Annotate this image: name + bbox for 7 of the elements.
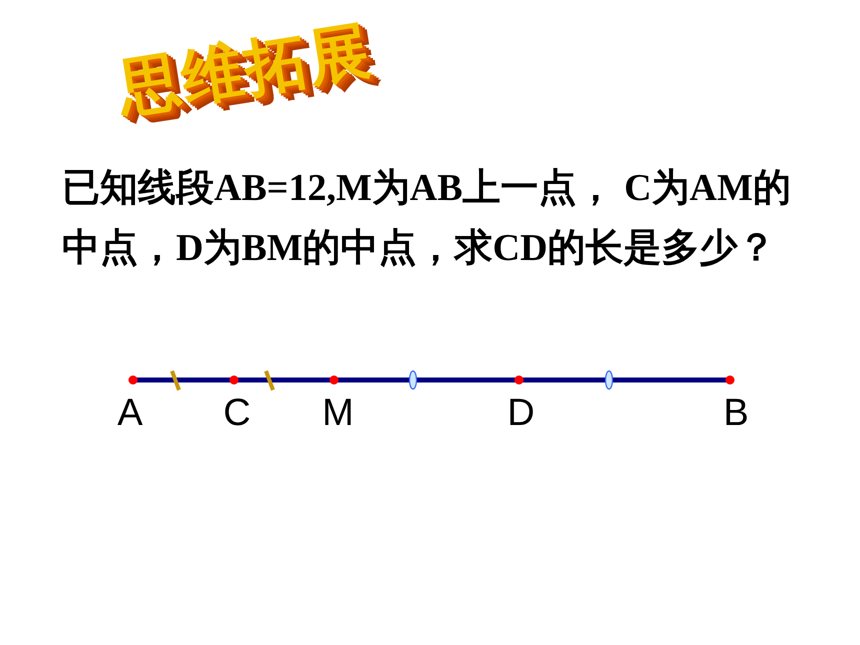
point-label: B	[723, 392, 749, 435]
point-label: C	[223, 392, 251, 435]
point-label: A	[117, 392, 143, 435]
problem-text: 已知线段AB=12,M为AB上一点， C为AM的中点，D为BM的中点，求CD的长是多少？	[62, 166, 792, 271]
point-label: D	[507, 392, 535, 435]
point-label: M	[322, 392, 354, 435]
title: 思维拓展	[112, 12, 378, 128]
